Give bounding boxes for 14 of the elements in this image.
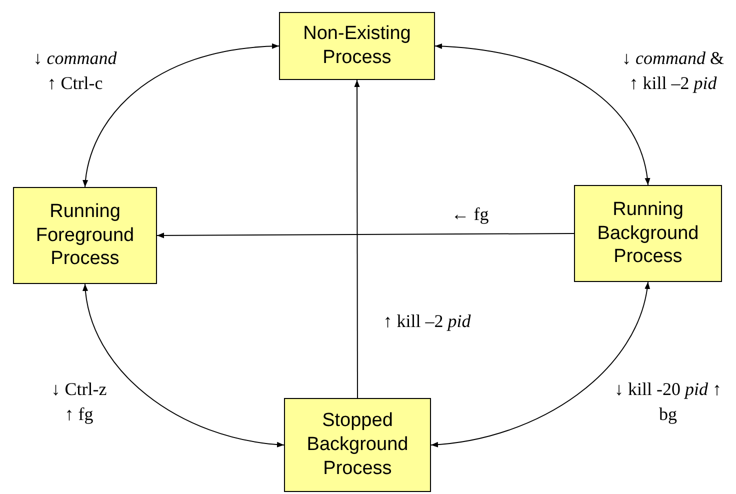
state-box <box>279 12 435 80</box>
arrow <box>83 284 284 448</box>
arrow <box>434 44 650 186</box>
state-name: Stopped Background Process <box>306 409 410 481</box>
state-name: Running Background Process <box>596 198 700 270</box>
arrow <box>156 232 574 238</box>
arrow <box>83 44 280 188</box>
state-name: Running Foreground Process <box>34 200 136 272</box>
arrow <box>354 80 360 398</box>
state-box <box>13 187 157 284</box>
state-name: Non-Existing Process <box>302 22 412 70</box>
state-box <box>574 185 722 282</box>
state-box <box>284 398 431 492</box>
arrow <box>430 282 650 448</box>
